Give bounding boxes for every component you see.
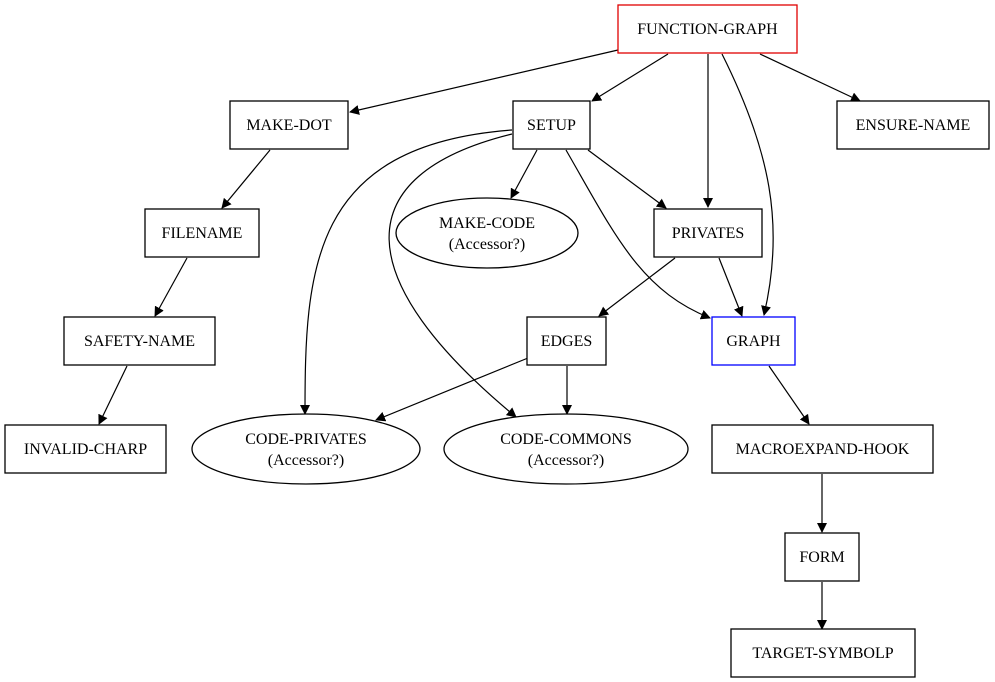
node-filename[interactable]: FILENAME <box>144 208 260 258</box>
node-edges-label: EDGES <box>541 333 593 350</box>
node-code-commons[interactable]: CODE-COMMONS (Accessor?) <box>443 413 689 485</box>
edge-setup-to-make-code <box>510 149 538 199</box>
edge-function-graph-to-ensure-name <box>759 53 861 102</box>
node-target-symbolp[interactable]: TARGET-SYMBOLP <box>730 628 916 678</box>
nodes: FUNCTION-GRAPH MAKE-DOT SETUP ENSURE-NAM… <box>4 4 990 678</box>
edge-setup-to-privates <box>587 149 667 209</box>
node-ensure-name-label: ENSURE-NAME <box>856 117 971 134</box>
node-form[interactable]: FORM <box>784 532 860 582</box>
node-macroexpand-hook[interactable]: MACROEXPAND-HOOK <box>711 424 934 474</box>
node-edges[interactable]: EDGES <box>526 316 607 366</box>
edge-privates-to-graph <box>718 257 744 317</box>
node-invalid-charp[interactable]: INVALID-CHARP <box>4 424 167 474</box>
node-macroexpand-hook-label: MACROEXPAND-HOOK <box>736 441 910 458</box>
node-privates-label: PRIVATES <box>672 225 745 242</box>
node-target-symbolp-label: TARGET-SYMBOLP <box>752 645 893 662</box>
node-make-code-accessor-label: (Accessor?) <box>449 236 525 253</box>
node-make-dot[interactable]: MAKE-DOT <box>229 100 349 150</box>
edge-setup-to-code-commons <box>388 133 517 418</box>
edge-safety-name-to-invalid-charp <box>98 365 128 425</box>
node-privates[interactable]: PRIVATES <box>653 208 763 258</box>
node-code-privates[interactable]: CODE-PRIVATES (Accessor?) <box>191 413 421 485</box>
node-safety-name[interactable]: SAFETY-NAME <box>63 316 216 366</box>
node-make-dot-label: MAKE-DOT <box>246 117 332 134</box>
node-graph-label: GRAPH <box>726 333 781 350</box>
edge-function-graph-to-graph <box>721 53 774 316</box>
edge-graph-to-macroexpand-hook <box>768 365 810 425</box>
node-code-privates-label: CODE-PRIVATES <box>245 431 367 448</box>
edge-privates-to-edges <box>598 257 676 317</box>
node-invalid-charp-label: INVALID-CHARP <box>24 441 147 458</box>
node-code-commons-accessor-label: (Accessor?) <box>528 452 604 469</box>
edge-function-graph-to-setup <box>591 53 669 102</box>
edges <box>98 49 861 630</box>
node-code-commons-label: CODE-COMMONS <box>500 431 632 448</box>
edge-edges-to-code-privates <box>375 357 529 422</box>
node-form-label: FORM <box>799 549 844 566</box>
node-safety-name-label: SAFETY-NAME <box>84 333 195 350</box>
edge-setup-to-graph <box>565 149 711 320</box>
edge-make-dot-to-filename <box>221 149 271 209</box>
node-setup-label: SETUP <box>527 117 576 134</box>
node-make-code[interactable]: MAKE-CODE (Accessor?) <box>395 197 579 269</box>
node-make-code-label: MAKE-CODE <box>439 215 535 232</box>
node-function-graph[interactable]: FUNCTION-GRAPH <box>617 4 798 54</box>
node-graph[interactable]: GRAPH <box>711 316 796 366</box>
node-function-graph-label: FUNCTION-GRAPH <box>637 21 778 38</box>
node-filename-label: FILENAME <box>162 225 243 242</box>
node-code-privates-accessor-label: (Accessor?) <box>268 452 344 469</box>
edge-filename-to-safety-name <box>154 257 188 317</box>
edge-function-graph-to-make-dot <box>349 49 619 115</box>
edge-setup-to-code-privates <box>300 129 513 415</box>
node-setup[interactable]: SETUP <box>512 100 591 150</box>
node-ensure-name[interactable]: ENSURE-NAME <box>836 100 990 150</box>
